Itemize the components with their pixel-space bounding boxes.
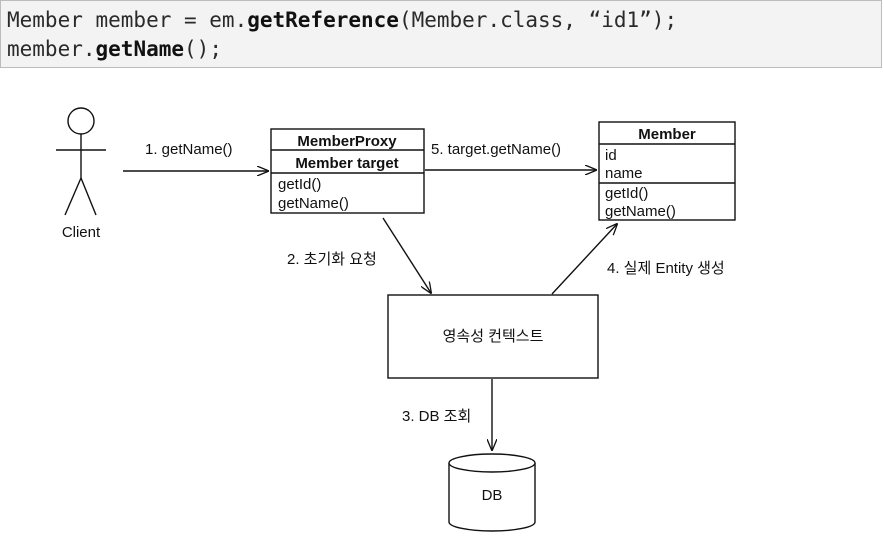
code-method: getName (95, 37, 185, 61)
member-proxy-title: MemberProxy (297, 133, 397, 150)
member-method: getId() (605, 185, 648, 202)
code-text: (Member.class, “id1”); (398, 8, 678, 32)
member-field: id (605, 147, 617, 164)
step-3-label: 3. DB 조회 (402, 408, 471, 425)
db-cylinder (448, 453, 536, 532)
member-field: name (605, 165, 643, 182)
code-text: (); (184, 37, 222, 61)
member-box: Member id name getId() getName() (598, 121, 736, 221)
db-top (448, 453, 536, 473)
client-actor (56, 107, 106, 216)
code-line-2: member.getName(); (7, 35, 881, 64)
step-2-label: 2. 초기화 요청 (287, 251, 377, 268)
member-proxy-method: getId() (278, 176, 321, 193)
persistence-context-box (387, 294, 599, 379)
code-text: member. (7, 37, 96, 61)
code-method: getReference (247, 8, 399, 32)
code-line-1: Member member = em.getReference(Member.c… (7, 6, 881, 35)
code-snippet: Member member = em.getReference(Member.c… (0, 0, 882, 68)
db-body (448, 463, 536, 532)
persistence-context-label: 영속성 컨텍스트 (443, 328, 544, 345)
client-label: Client (62, 224, 101, 241)
client-leg-right (80, 177, 97, 216)
member-proxy-box: MemberProxy Member target getId() getNam… (270, 128, 425, 214)
arrow-proxy-to-context (382, 217, 431, 293)
member-method: getName() (605, 203, 676, 220)
client-head (67, 107, 95, 135)
arrow-context-to-member (551, 224, 617, 295)
step-4-label: 4. 실제 Entity 생성 (607, 260, 725, 277)
db-label: DB (482, 487, 503, 504)
member-proxy-field: Member target (295, 155, 398, 172)
member-title: Member (638, 126, 696, 143)
step-5-label: 5. target.getName() (431, 141, 561, 158)
code-text: Member member = em. (7, 8, 248, 32)
client-leg-left (64, 177, 82, 216)
member-proxy-frame (270, 128, 425, 214)
step-1-label: 1. getName() (145, 141, 233, 158)
member-proxy-method: getName() (278, 195, 349, 212)
member-frame (598, 121, 736, 221)
